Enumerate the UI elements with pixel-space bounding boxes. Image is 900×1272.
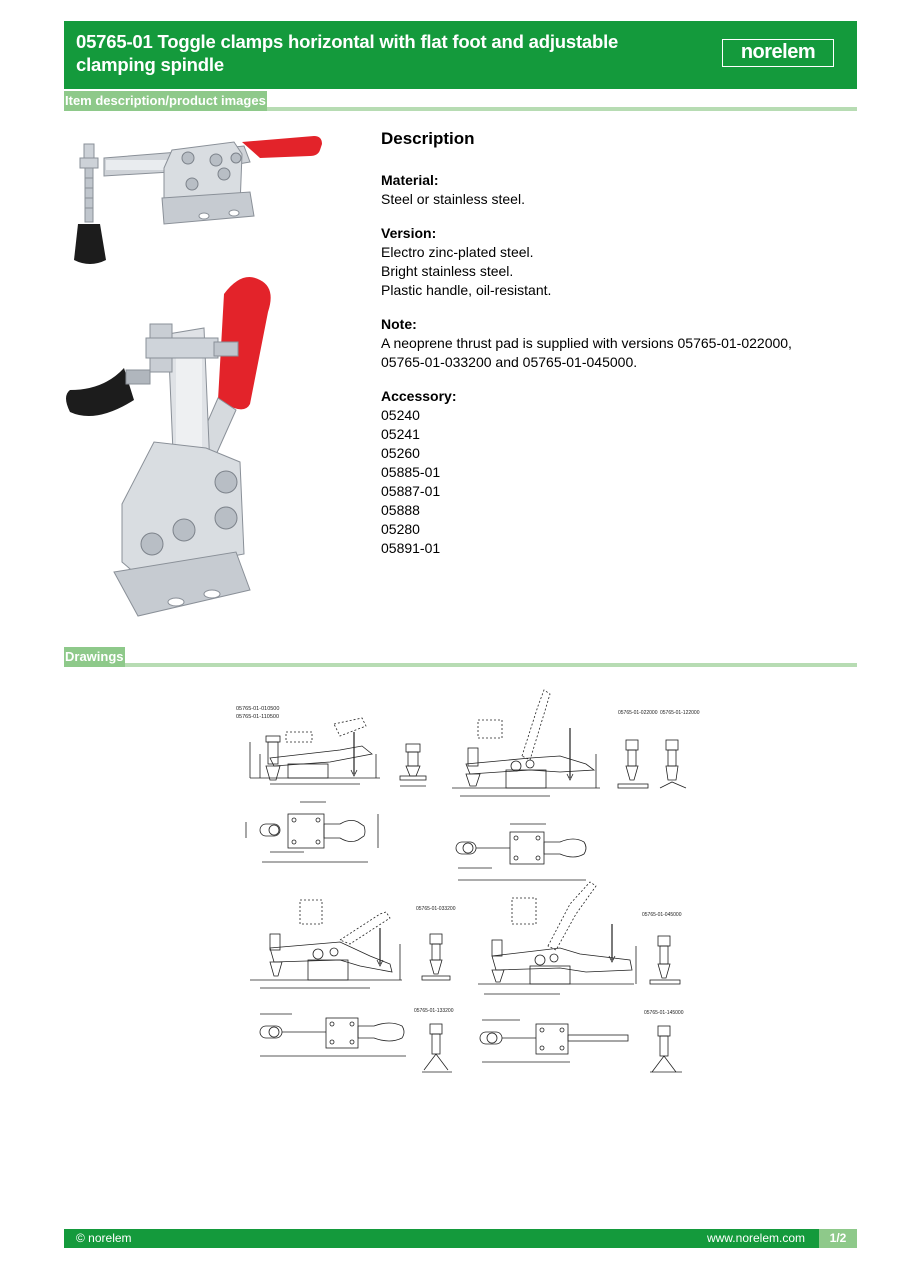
accessory-item: 05260 <box>381 445 420 461</box>
accessory-item: 05887-01 <box>381 483 441 499</box>
drawing-label: 05765-01-033200 <box>416 906 456 912</box>
drawing-045000-side <box>478 881 637 995</box>
drawing-010500-side: 05765-01-010500 05765-01-110500 <box>236 706 380 785</box>
drawing-033200-end: 05765-01-033200 05765-01-133200 <box>414 906 456 1073</box>
drawing-022000-side <box>452 689 600 797</box>
accessory-label: Accessory: <box>381 388 457 404</box>
drawing-label: 05765-01-122000 <box>660 710 700 716</box>
technical-drawings: 05765-01-010500 05765-01-110500 <box>236 689 700 1073</box>
page-header: 05765-01 Toggle clamps horizontal with f… <box>64 21 857 89</box>
version-line: Bright stainless steel. <box>381 263 514 279</box>
drawing-022000-plan <box>455 823 587 881</box>
material-text: Steel or stainless steel. <box>381 191 525 207</box>
drawing-label: 05765-01-045000 <box>642 912 682 918</box>
drawing-label: 05765-01-110500 <box>236 714 279 720</box>
accessory-item: 05280 <box>381 521 420 537</box>
drawing-label: 05765-01-145000 <box>644 1010 684 1016</box>
footer-copyright: © norelem <box>76 1231 132 1245</box>
accessory-item: 05888 <box>381 502 420 518</box>
material-block: Material: Steel or stainless steel. <box>381 171 831 209</box>
section-label-item-description: Item description/product images <box>64 91 267 111</box>
accessory-item: 05891-01 <box>381 540 441 556</box>
product-image-vertical <box>66 277 271 617</box>
description-panel: Description Material: Steel or stainless… <box>381 128 831 573</box>
product-image-horizontal <box>74 136 322 264</box>
drawing-label: 05765-01-133200 <box>414 1008 454 1014</box>
note-line: 05765-01-033200 and 05765-01-045000. <box>381 354 638 370</box>
drawing-045000-end: 05765-01-045000 05765-01-145000 <box>642 912 684 1073</box>
norelem-logo: norelem <box>722 39 834 67</box>
note-label: Note: <box>381 316 417 332</box>
section-label-drawings: Drawings <box>64 647 125 667</box>
page-footer: © norelem www.norelem.com 1/2 <box>64 1229 857 1248</box>
drawing-045000-plan <box>479 1019 629 1063</box>
section-bar-drawings: Drawings <box>64 647 857 667</box>
drawing-022000-end: 05765-01-022000 05765-01-122000 <box>617 710 700 789</box>
page-number: 1/2 <box>819 1229 857 1248</box>
section-bar-item-description: Item description/product images <box>64 91 857 111</box>
version-line: Plastic handle, oil-resistant. <box>381 282 552 298</box>
version-label: Version: <box>381 225 437 241</box>
drawing-010500-end <box>399 743 427 787</box>
material-label: Material: <box>381 172 439 188</box>
accessory-item: 05241 <box>381 426 420 442</box>
drawing-010500-plan <box>245 801 379 863</box>
drawing-033200-plan <box>259 1013 406 1057</box>
accessory-item: 05885-01 <box>381 464 441 480</box>
version-line: Electro zinc-plated steel. <box>381 244 534 260</box>
page-title: 05765-01 Toggle clamps horizontal with f… <box>76 31 619 75</box>
drawing-label: 05765-01-022000 <box>618 710 658 716</box>
drawing-033200-side <box>250 899 402 989</box>
drawing-label: 05765-01-010500 <box>236 706 279 712</box>
footer-url[interactable]: www.norelem.com <box>706 1231 805 1245</box>
accessory-block: Accessory: 05240 05241 05260 05885-01 05… <box>381 387 831 558</box>
version-block: Version: Electro zinc-plated steel. Brig… <box>381 224 831 300</box>
accessory-item: 05240 <box>381 407 420 423</box>
note-line: A neoprene thrust pad is supplied with v… <box>381 335 792 351</box>
description-heading: Description <box>381 129 475 148</box>
note-block: Note: A neoprene thrust pad is supplied … <box>381 315 831 372</box>
